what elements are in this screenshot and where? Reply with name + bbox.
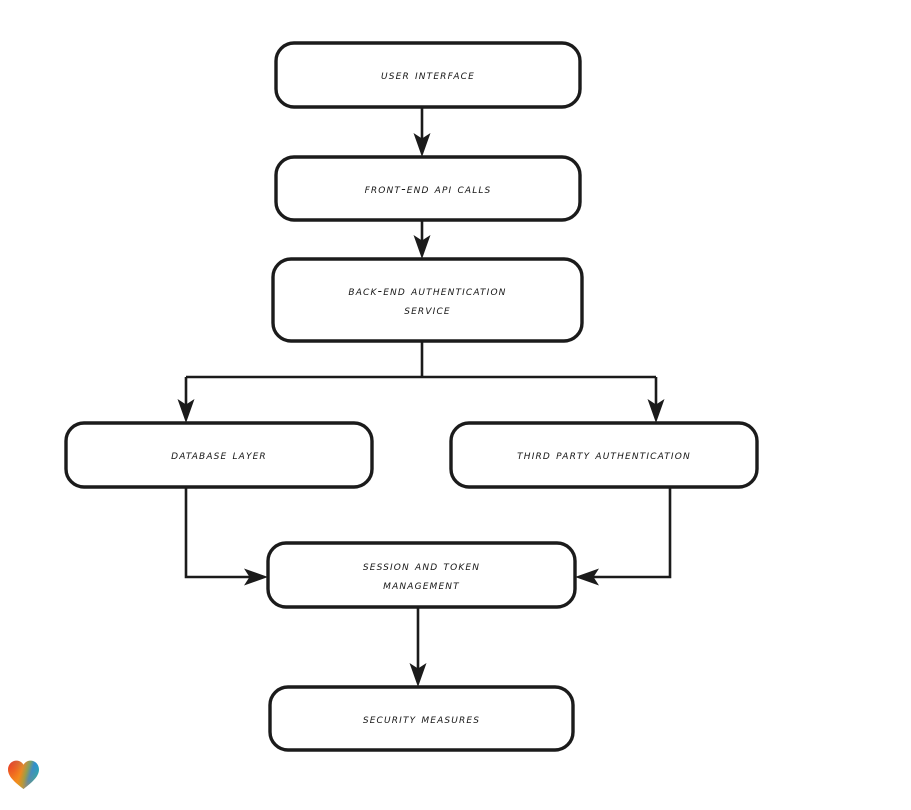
arrow-head (177, 399, 195, 423)
arrow-head (409, 663, 427, 687)
heart-icon (7, 759, 40, 790)
arrow-head (413, 235, 431, 259)
edge-database-to-session (184, 487, 268, 586)
edge-line (590, 487, 672, 579)
edge-backend-to-database (177, 377, 195, 423)
arrow-head (575, 568, 599, 586)
edge-backend-split-bus (186, 341, 656, 379)
edge-thirdparty-to-session (575, 487, 672, 586)
node-security-measures[interactable] (268, 685, 575, 752)
edge-backend-to-thirdparty (647, 377, 665, 423)
edge-session-to-security (409, 607, 427, 687)
edge-line (184, 487, 253, 579)
arrow-head (244, 568, 268, 586)
node-user-interface[interactable] (274, 41, 582, 109)
node-database-layer[interactable] (64, 421, 374, 489)
node-session-token-mgmt[interactable] (266, 541, 577, 609)
node-third-party-auth[interactable] (449, 421, 759, 489)
node-back-end-auth-service[interactable] (271, 257, 584, 343)
heart-icon-svg (8, 760, 39, 789)
node-front-end-api-calls[interactable] (274, 155, 582, 222)
edge-ui-to-frontend (413, 107, 431, 157)
edge-frontend-to-backend (413, 220, 431, 259)
arrow-head (647, 399, 665, 423)
arrow-head (413, 133, 431, 157)
